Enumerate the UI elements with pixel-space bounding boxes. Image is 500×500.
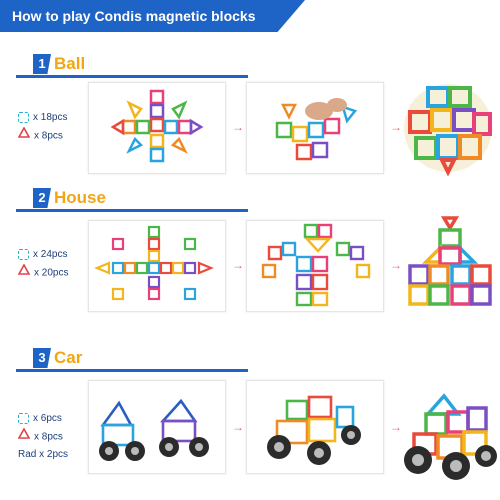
parts-legend: x 24pcs x 20pcs bbox=[17, 246, 69, 282]
car-parts-image bbox=[99, 398, 209, 461]
parts-legend: x 6pcs x 8pcs Rad x 2pcs bbox=[17, 410, 68, 464]
legend-row-triangles: x 8pcs bbox=[17, 427, 68, 446]
triangle-piece-icon bbox=[17, 126, 31, 145]
legend-label: x 6pcs bbox=[33, 413, 62, 424]
legend-row-squares: x 18pcs bbox=[18, 109, 67, 127]
triangle-piece-icon bbox=[17, 427, 31, 446]
assembly-panel bbox=[246, 380, 384, 474]
ball-result-image bbox=[398, 78, 498, 178]
legend-row-wheels: Rad x 2pcs bbox=[18, 446, 68, 464]
section-title: Car bbox=[54, 348, 83, 367]
legend-label: x 8pcs bbox=[34, 130, 63, 142]
section-house: 2 House x 24pcs x 20pcs → bbox=[0, 188, 500, 338]
arrow-icon: → bbox=[232, 420, 244, 434]
section-ball: 1 Ball x 18pcs x 8pcs → bbox=[0, 54, 500, 204]
section-header: 1 Ball bbox=[0, 54, 500, 78]
legend-label: x 20pcs bbox=[34, 267, 69, 279]
arrow-icon: → bbox=[390, 420, 402, 434]
parts-legend: x 18pcs x 8pcs bbox=[17, 109, 67, 145]
section-title: Ball bbox=[54, 54, 86, 73]
section-number: 1 bbox=[33, 54, 51, 74]
page-title: How to play Condis magnetic blocks bbox=[12, 8, 256, 24]
legend-label: x 8pcs bbox=[34, 431, 63, 443]
car-result-image bbox=[398, 386, 498, 486]
section-underline bbox=[16, 75, 248, 78]
flat-layout-panel bbox=[88, 82, 226, 174]
legend-row-triangles: x 8pcs bbox=[17, 126, 67, 145]
section-number: 2 bbox=[33, 188, 51, 208]
triangle-piece-icon bbox=[17, 263, 31, 282]
legend-label: x 24pcs bbox=[33, 249, 68, 260]
house-assembly-image bbox=[261, 223, 371, 307]
house-result-image bbox=[400, 214, 500, 314]
square-piece-icon bbox=[18, 111, 29, 123]
section-header: 3 Car bbox=[0, 348, 500, 372]
section-car: 3 Car x 6pcs x 8pcs Rad x 2pcs → bbox=[0, 348, 500, 498]
square-piece-icon bbox=[18, 248, 29, 260]
assembly-panel bbox=[246, 220, 384, 312]
square-piece-icon bbox=[18, 412, 29, 424]
ball-flat-layout-image bbox=[110, 89, 204, 163]
legend-label: Rad x 2pcs bbox=[18, 449, 69, 460]
header-banner bbox=[0, 0, 305, 32]
assembly-panel bbox=[246, 82, 384, 174]
ball-assembly-image bbox=[275, 98, 358, 161]
section-underline bbox=[16, 369, 248, 372]
flat-layout-panel bbox=[88, 220, 226, 312]
section-underline bbox=[16, 209, 248, 212]
arrow-icon: → bbox=[390, 120, 402, 134]
legend-row-triangles: x 20pcs bbox=[17, 263, 69, 282]
legend-label: x 18pcs bbox=[33, 112, 68, 123]
section-number: 3 bbox=[33, 348, 51, 368]
house-flat-layout-image bbox=[94, 225, 214, 301]
arrow-icon: → bbox=[390, 258, 402, 272]
legend-row-squares: x 24pcs bbox=[18, 246, 68, 264]
section-title: House bbox=[54, 188, 106, 207]
car-assembly-image bbox=[267, 395, 361, 465]
section-header: 2 House bbox=[0, 188, 500, 212]
legend-row-squares: x 6pcs bbox=[18, 410, 68, 428]
arrow-icon: → bbox=[232, 120, 244, 134]
arrow-icon: → bbox=[232, 258, 244, 272]
flat-layout-panel bbox=[88, 380, 226, 474]
